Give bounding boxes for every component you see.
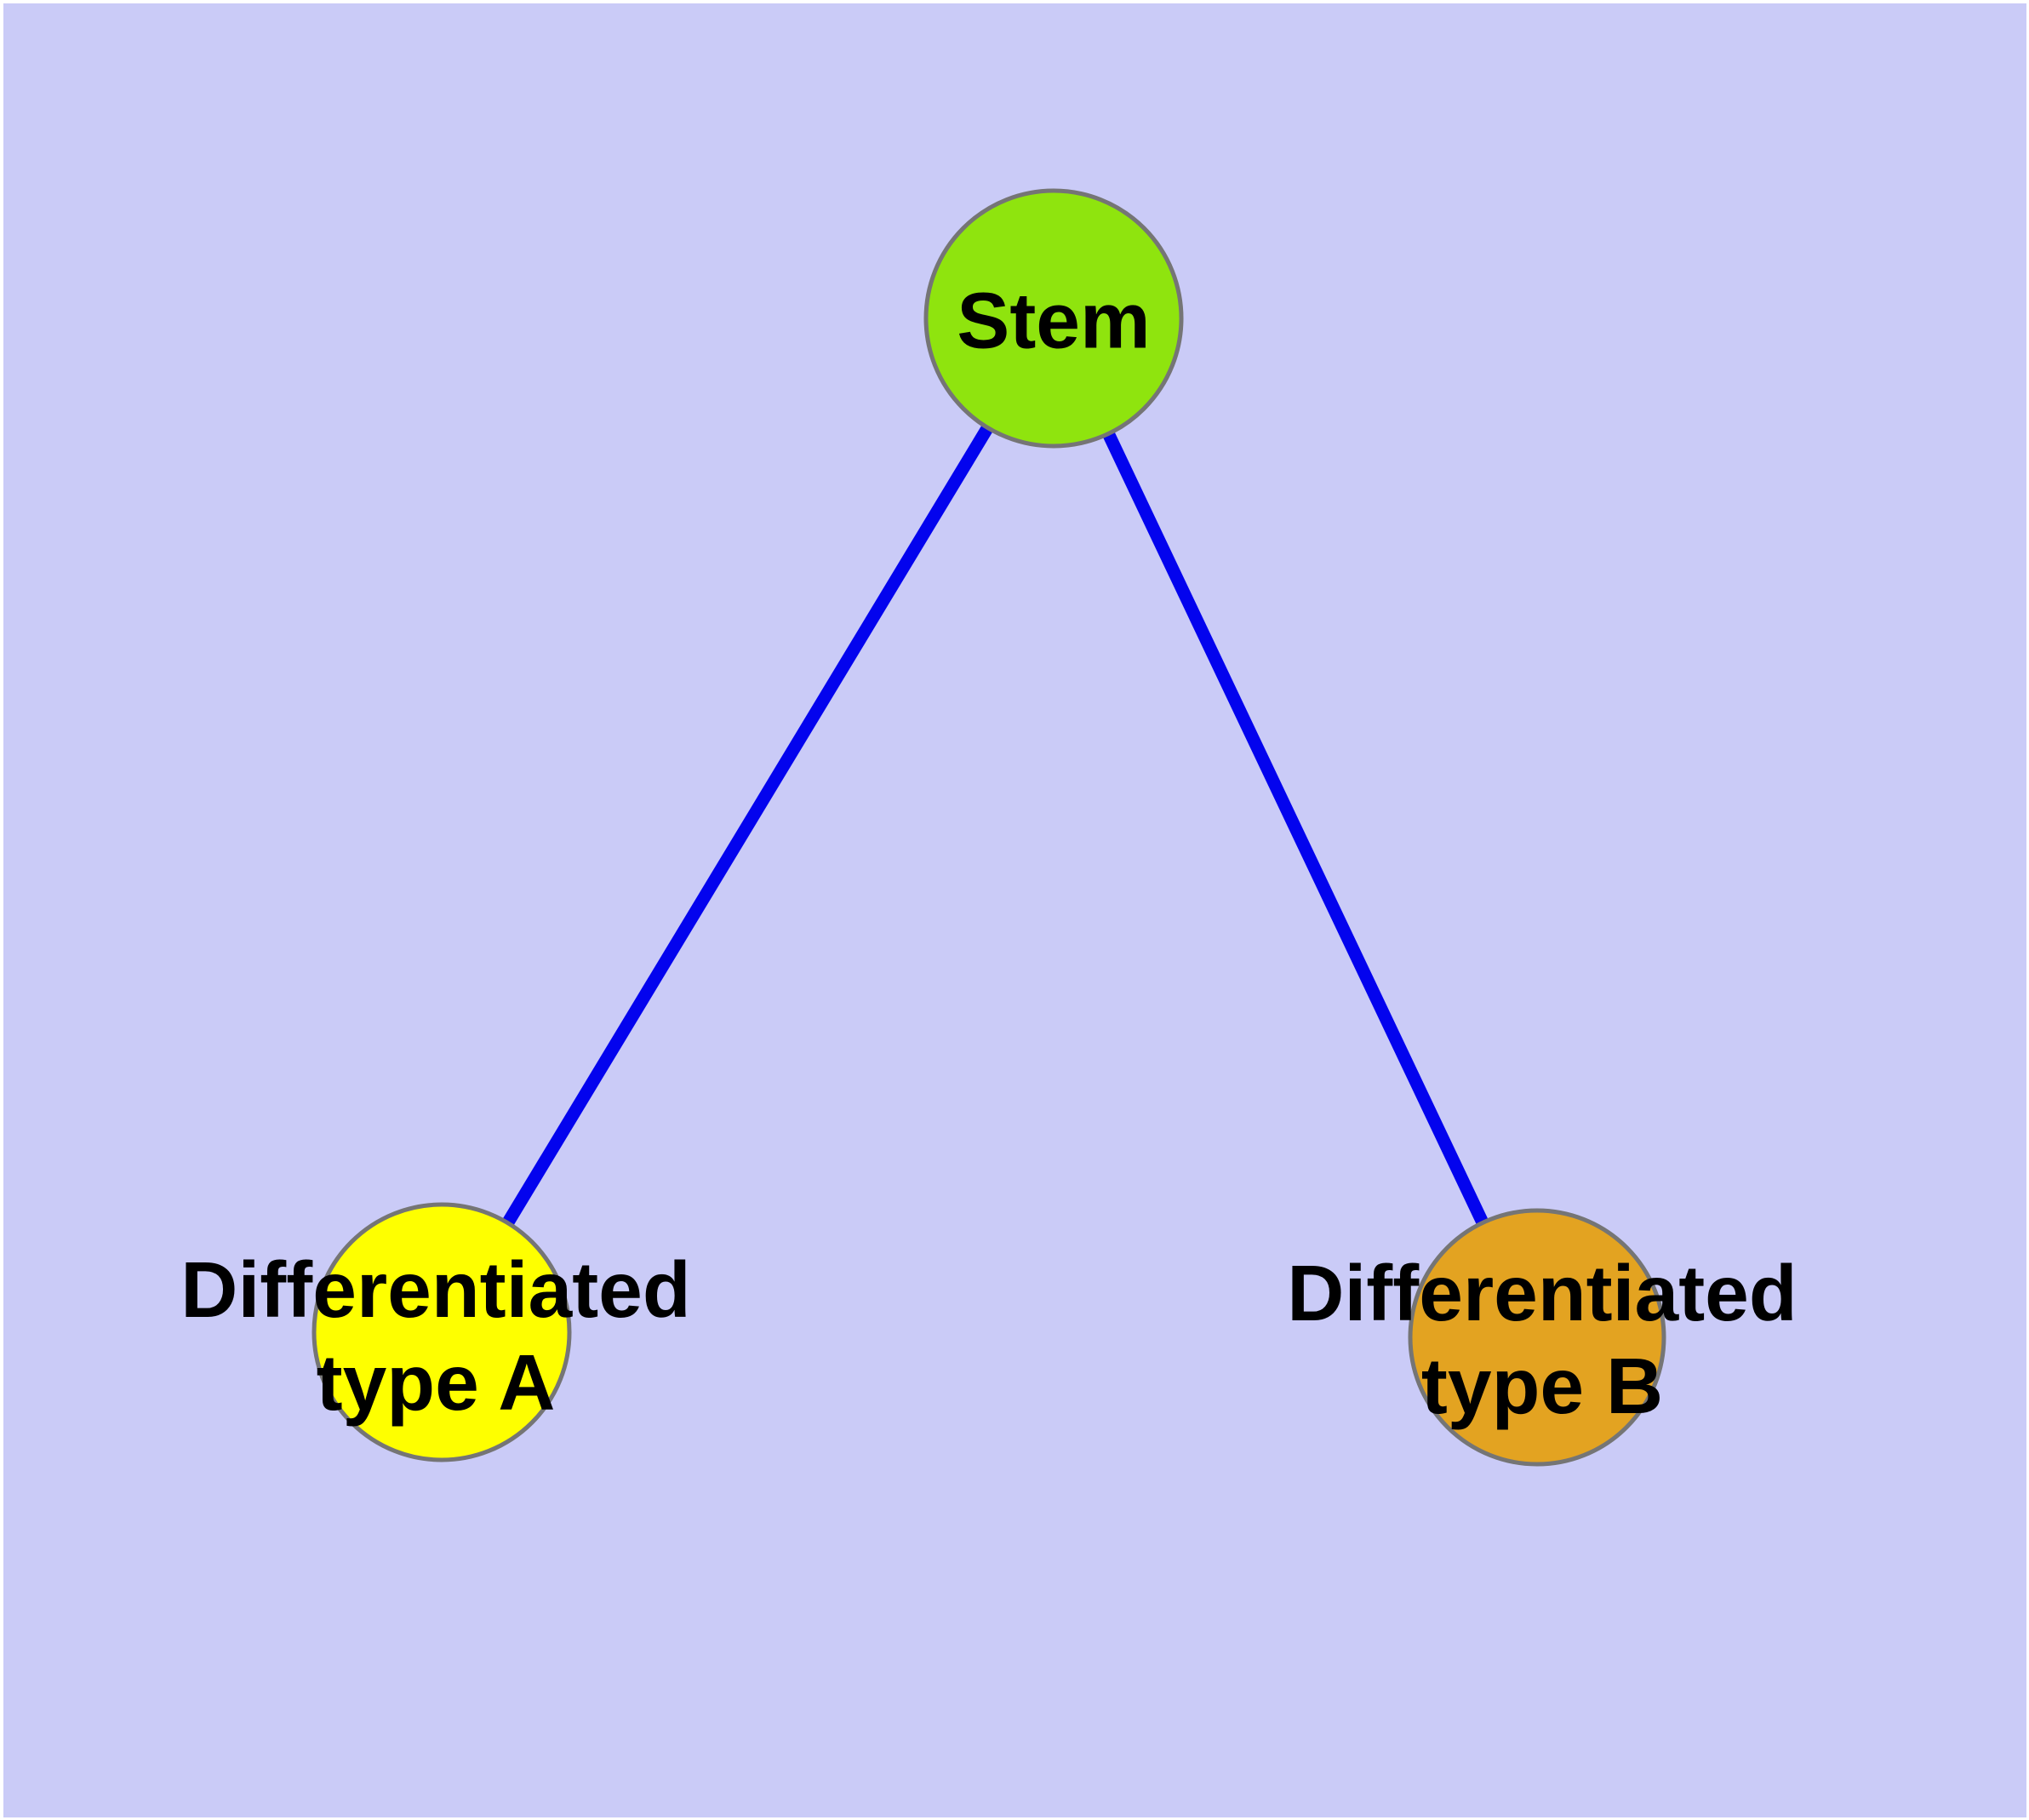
node-type-b-label-line2: type B [1420, 1342, 1664, 1430]
node-type-b-label-line1: Differentiated [1287, 1249, 1798, 1338]
node-type-b-circle [1408, 1208, 1666, 1467]
node-stem-label: Stem [957, 275, 1150, 368]
node-type-a [311, 1202, 572, 1462]
node-type-a-label-line2: type A [316, 1338, 556, 1427]
edge-stem-to-type-b [1048, 315, 1543, 1341]
edge-stem-to-type-a [436, 315, 1060, 1336]
node-type-a-label-line1: Differentiated [180, 1245, 691, 1335]
node-type-a-label: Differentiated type A [180, 1244, 690, 1429]
node-stem [923, 188, 1184, 449]
node-type-b [1408, 1208, 1666, 1467]
node-stem-label-text: Stem [957, 276, 1151, 365]
node-stem-circle [923, 188, 1184, 449]
node-type-b-label: Differentiated type B [1287, 1247, 1797, 1433]
node-type-a-circle [311, 1202, 572, 1462]
